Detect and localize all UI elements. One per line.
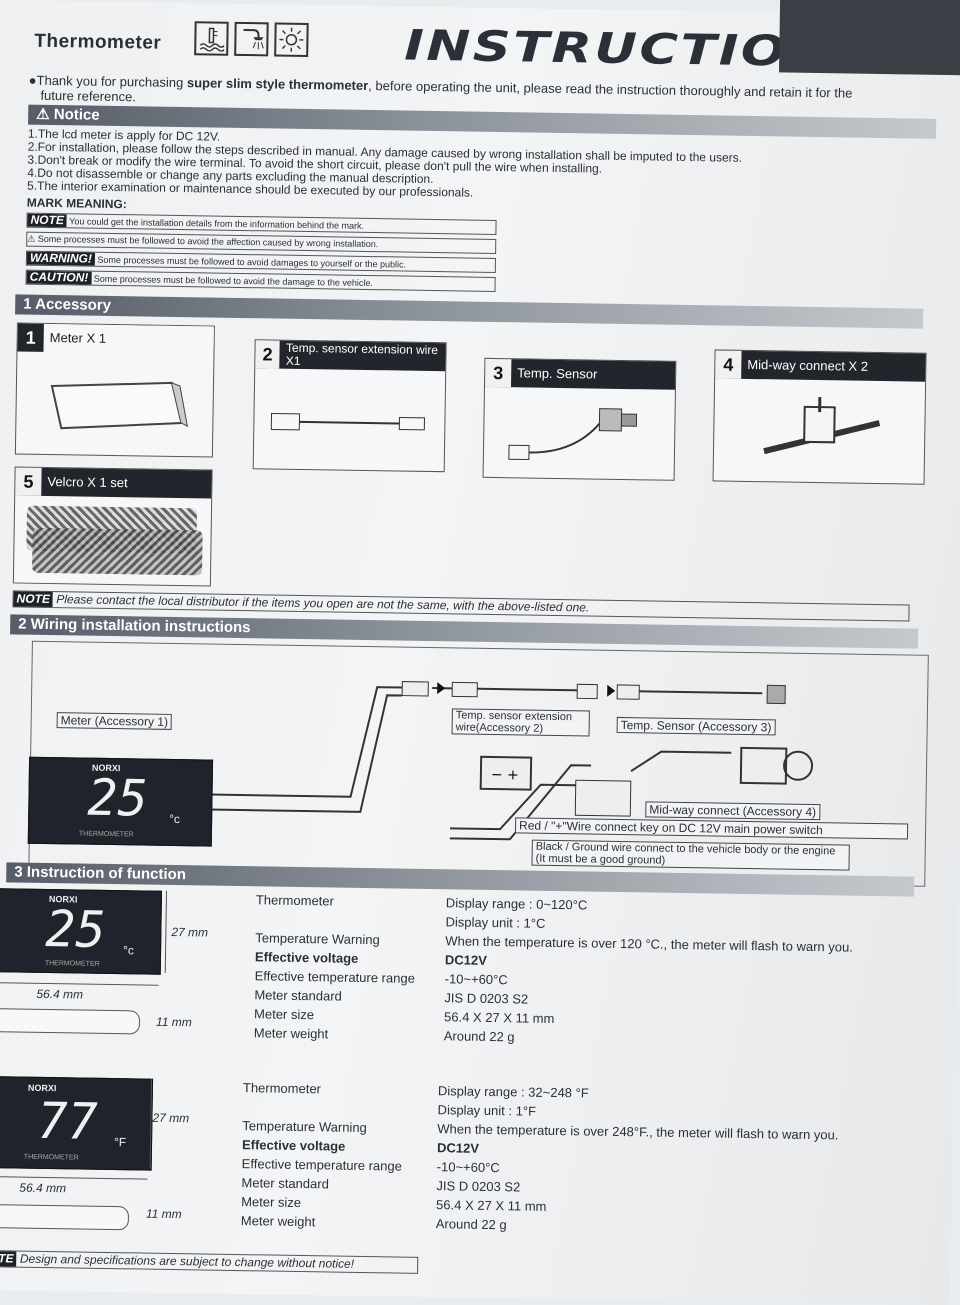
width-dimension-line bbox=[0, 982, 159, 986]
unit-label: °c bbox=[123, 943, 134, 957]
wiring-meter-display: NORXI 25 °c THERMOMETER bbox=[28, 757, 213, 847]
accessory-bar: 1 Accessory bbox=[15, 294, 923, 328]
width-dimension-line bbox=[0, 1176, 148, 1180]
svg-text:− +: − + bbox=[491, 767, 519, 783]
temperature-readout: 25 bbox=[87, 769, 148, 828]
height-dimension: 27 mm bbox=[152, 1111, 189, 1126]
velcro-pad-bottom bbox=[32, 528, 203, 576]
width-dimension: 56.4 mm bbox=[19, 1181, 66, 1196]
sensor-accessory-label: Temp. Sensor (Accessory 3) bbox=[617, 717, 776, 735]
mark-table: NOTE You could get the installation deta… bbox=[26, 213, 497, 292]
meter-caption: THERMOMETER bbox=[79, 830, 134, 838]
meter-caption: THERMOMETER bbox=[45, 960, 100, 968]
black-wire-label: Black / Ground wire connect to the vehic… bbox=[531, 840, 849, 871]
notice-list: 1.The lcd meter is apply for DC 12V. 2.F… bbox=[27, 128, 928, 224]
height-dimension: 27 mm bbox=[171, 925, 208, 940]
midway-accessory-label: Mid-way connect (Accessory 4) bbox=[645, 801, 820, 820]
instruction-heading: INSTRUCTION bbox=[404, 21, 835, 77]
celsius-readout: 25 bbox=[45, 900, 106, 959]
mark-row-warning: WARNING! Some processes must be followed… bbox=[26, 251, 496, 273]
sun-icon bbox=[274, 22, 309, 57]
water-temp-icon bbox=[194, 21, 229, 56]
unit-label: °c bbox=[169, 812, 180, 826]
extension-wire-drawing bbox=[269, 405, 435, 448]
meter-drawing bbox=[41, 366, 192, 448]
mark-row-caution: CAUTION! Some processes must be followed… bbox=[26, 270, 496, 292]
midway-connect-drawing bbox=[759, 391, 890, 473]
width-dimension: 56.4 mm bbox=[36, 987, 83, 1002]
depth-dimension: 11 mm bbox=[146, 1207, 182, 1222]
thermometer-title: Thermometer bbox=[34, 31, 161, 55]
fahrenheit-readout: 77 bbox=[37, 1092, 98, 1151]
mark-row-note: NOTE You could get the installation deta… bbox=[26, 213, 496, 235]
header-icons bbox=[194, 21, 309, 57]
unit-label: °F bbox=[114, 1135, 126, 1149]
header-dark-block bbox=[779, 0, 960, 76]
wiring-diagram: − + Meter (Accessory 1) Temp. sensor ext… bbox=[28, 641, 929, 887]
temp-sensor-drawing bbox=[504, 397, 655, 474]
mark-row-caution-sign: ⚠ Some processes must be followed to avo… bbox=[26, 232, 496, 254]
depth-dimension: 11 mm bbox=[156, 1015, 192, 1030]
fahrenheit-meter: NORXI 77 °F THERMOMETER bbox=[0, 1076, 153, 1171]
side-profile bbox=[0, 1008, 140, 1034]
meter-caption: THERMOMETER bbox=[24, 1154, 79, 1162]
height-dimension-line bbox=[165, 891, 167, 973]
extension-accessory-label: Temp. sensor extension wire(Accessory 2) bbox=[452, 708, 590, 736]
function-note: NOTE Design and specifications are subje… bbox=[0, 1250, 418, 1274]
side-profile bbox=[0, 1204, 129, 1230]
shower-icon bbox=[234, 22, 269, 57]
celsius-meter: NORXI 25 °c THERMOMETER bbox=[0, 888, 162, 975]
meter-accessory-label: Meter (Accessory 1) bbox=[57, 712, 173, 730]
